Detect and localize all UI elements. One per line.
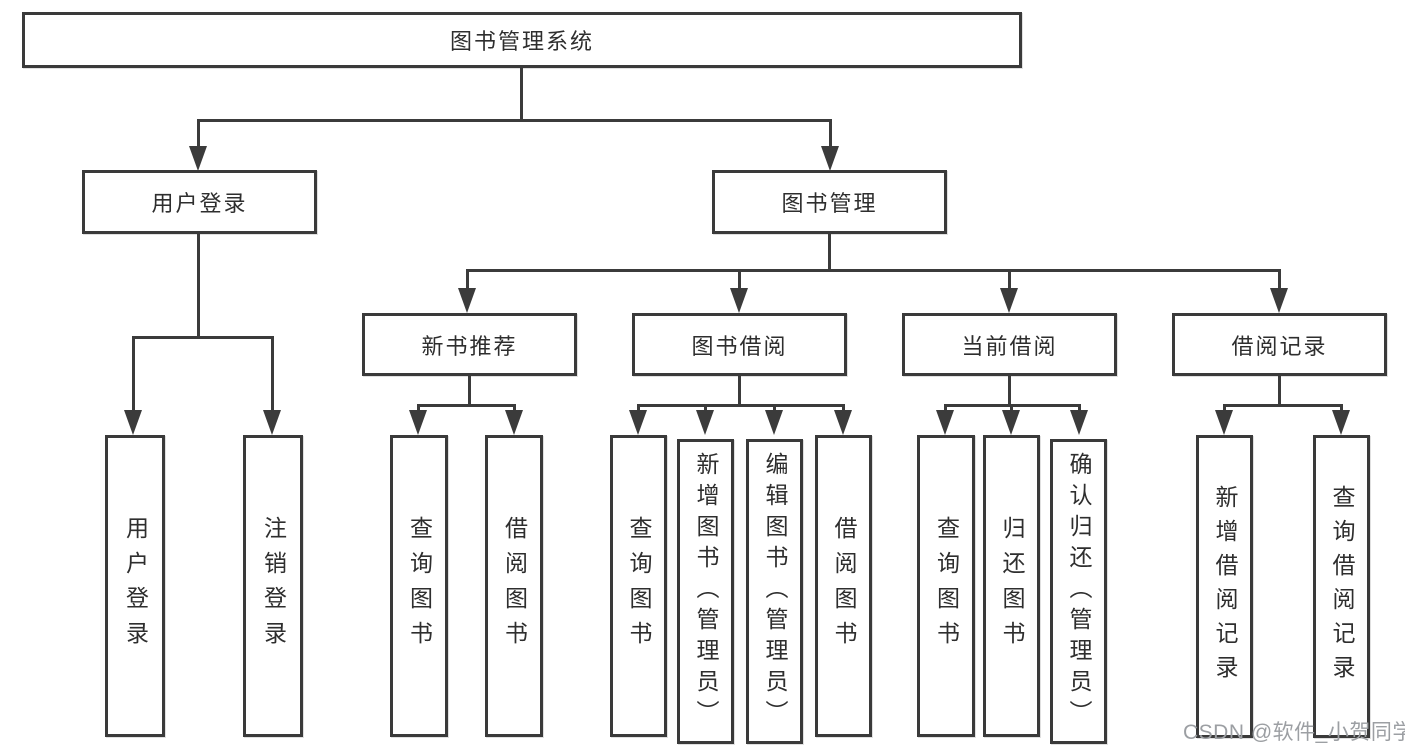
leaf-add-book-admin: 新增图书（管理员）: [677, 439, 734, 744]
leaf-confirm-return-admin-label: 确认归还（管理员）: [1066, 452, 1092, 731]
connector-stem-br-query: [1340, 404, 1343, 414]
arrowhead-cb-query: [936, 410, 954, 435]
leaf-query-books-borrowing: 查询图书: [610, 435, 667, 737]
connector-stem-bb-query: [637, 404, 640, 414]
arrowhead-borrow-records: [1270, 288, 1288, 313]
leaf-query-borrow-record: 查询借阅记录: [1313, 435, 1370, 738]
connector-stem-new-book: [466, 269, 469, 290]
arrowhead-bb-edit: [765, 410, 783, 435]
leaf-borrow-books-recommend: 借阅图书: [485, 435, 543, 737]
leaf-logout-label: 注销登录: [260, 516, 287, 656]
node-borrow-records-label: 借阅记录: [1231, 333, 1328, 359]
connector-stem-cb-confirm: [1078, 404, 1081, 414]
connector-stem-bb-edit: [773, 404, 776, 414]
connector-stem-book-borrow: [738, 269, 741, 290]
arrowhead-bb-borrow: [834, 410, 852, 435]
node-book-management-label: 图书管理: [781, 191, 878, 216]
connector-stem-current-borrow: [1008, 269, 1011, 290]
connector-stem-borrow-records: [1278, 269, 1281, 290]
leaf-return-books: 归还图书: [983, 435, 1040, 737]
node-book-borrowing: 图书借阅: [632, 313, 847, 376]
connector-stem-leaf-user-login: [132, 336, 135, 412]
arrowhead-nb-borrow: [505, 410, 523, 435]
arrowhead-cb-confirm: [1070, 410, 1088, 435]
node-root: 图书管理系统: [22, 12, 1022, 68]
leaf-borrow-books-borrowing-label: 借阅图书: [831, 516, 857, 656]
arrowhead-br-add: [1215, 410, 1233, 435]
leaf-confirm-return-admin: 确认归还（管理员）: [1050, 439, 1107, 744]
leaf-add-book-admin-label: 新增图书（管理员）: [693, 452, 719, 731]
leaf-return-books-label: 归还图书: [999, 516, 1025, 656]
node-book-management: 图书管理: [712, 170, 947, 234]
arrowhead-user-login: [189, 146, 207, 171]
connector-stem-nb-borrow: [513, 404, 516, 414]
connector-stem-br-add: [1223, 404, 1226, 414]
arrowhead-leaf-logout: [263, 410, 281, 435]
connector-new-book-trunk: [468, 376, 471, 407]
connector-level3-branch: [466, 269, 1281, 272]
connector-level2-branch: [197, 119, 832, 122]
node-root-label: 图书管理系统: [449, 29, 594, 54]
connector-borrow-records-branch: [1223, 404, 1343, 407]
leaf-query-books-recommend-label: 查询图书: [406, 516, 433, 656]
arrowhead-br-query: [1332, 410, 1350, 435]
arrowhead-book-borrow: [730, 288, 748, 313]
leaf-user-login: 用户登录: [105, 435, 165, 737]
connector-stem-bb-borrow: [842, 404, 845, 414]
connector-current-borrow-trunk: [1008, 376, 1011, 407]
leaf-edit-book-admin: 编辑图书（管理员）: [746, 439, 803, 744]
leaf-query-books-current-label: 查询图书: [933, 516, 960, 656]
connector-stem-bb-add: [704, 404, 707, 414]
connector-user-login-branch: [132, 336, 274, 339]
leaf-logout: 注销登录: [243, 435, 303, 737]
arrowhead-bb-add: [696, 410, 714, 435]
node-current-borrowing-label: 当前借阅: [961, 333, 1058, 359]
connector-stem-book-management: [829, 119, 832, 148]
arrowhead-nb-query: [409, 410, 427, 435]
connector-stem-nb-query: [417, 404, 420, 414]
leaf-query-books-recommend: 查询图书: [390, 435, 448, 737]
node-book-borrowing-label: 图书借阅: [691, 333, 788, 359]
arrowhead-new-book: [458, 288, 476, 313]
connector-stem-leaf-logout: [271, 336, 274, 412]
node-new-book-recommend: 新书推荐: [362, 313, 577, 376]
node-user-login-label: 用户登录: [151, 191, 248, 216]
connector-book-borrow-trunk: [738, 376, 741, 407]
node-user-login: 用户登录: [82, 170, 317, 234]
leaf-edit-book-admin-label: 编辑图书（管理员）: [762, 452, 788, 731]
connector-stem-cb-return: [1010, 404, 1013, 414]
connector-stem-cb-query: [944, 404, 947, 414]
leaf-borrow-books-recommend-label: 借阅图书: [501, 516, 528, 656]
connector-root-trunk: [520, 68, 523, 120]
node-current-borrowing: 当前借阅: [902, 313, 1117, 376]
arrowhead-current-borrow: [1000, 288, 1018, 313]
leaf-borrow-books-borrowing: 借阅图书: [815, 435, 872, 737]
leaf-query-borrow-record-label: 查询借阅记录: [1329, 484, 1355, 689]
node-borrow-records: 借阅记录: [1172, 313, 1387, 376]
leaf-add-borrow-record-label: 新增借阅记录: [1212, 484, 1238, 689]
leaf-query-books-current: 查询图书: [917, 435, 975, 737]
arrowhead-cb-return: [1002, 410, 1020, 435]
leaf-user-login-label: 用户登录: [122, 516, 149, 656]
connector-book-management-trunk: [828, 234, 831, 272]
csdn-watermark: CSDN @软件_小贺同学: [1183, 721, 1405, 744]
connector-new-book-branch: [417, 404, 516, 407]
connector-book-borrow-branch: [637, 404, 845, 407]
arrowhead-bb-query: [629, 410, 647, 435]
arrowhead-leaf-user-login: [124, 410, 142, 435]
connector-user-login-trunk: [197, 234, 200, 338]
connector-borrow-records-trunk: [1278, 376, 1281, 407]
arrowhead-book-management: [821, 146, 839, 171]
connector-stem-user-login: [197, 119, 200, 148]
leaf-query-books-borrowing-label: 查询图书: [626, 516, 652, 656]
node-new-book-recommend-label: 新书推荐: [421, 333, 518, 359]
leaf-add-borrow-record: 新增借阅记录: [1196, 435, 1253, 738]
